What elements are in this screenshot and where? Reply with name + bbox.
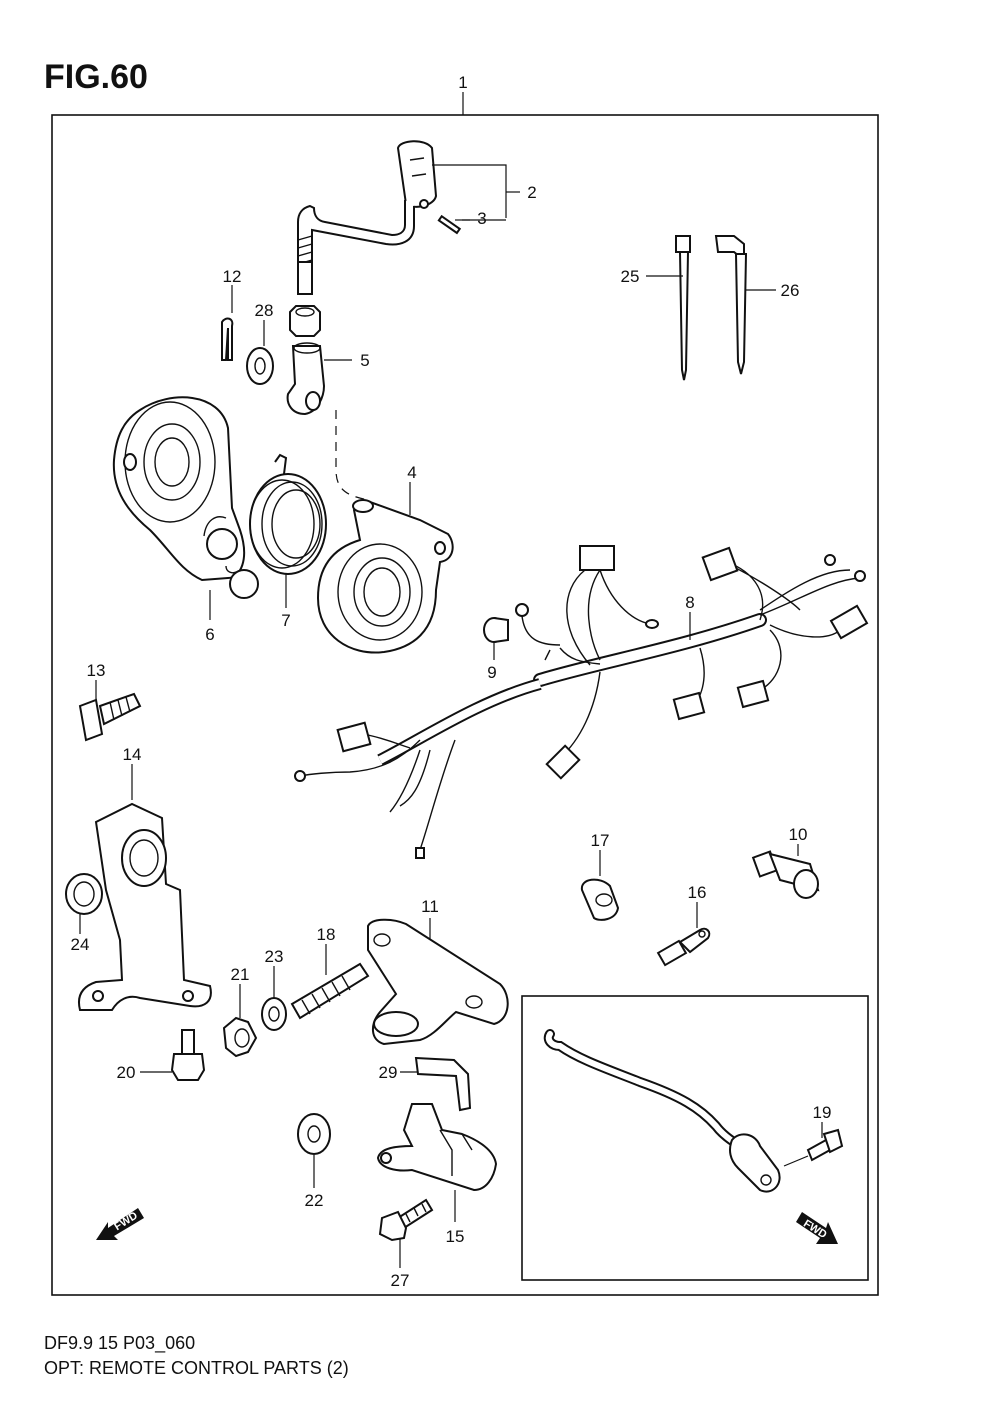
cable-tie-25-drawing[interactable] bbox=[675, 235, 691, 381]
spacer-10-drawing[interactable] bbox=[751, 850, 820, 899]
cable-bracket-drawing[interactable] bbox=[78, 802, 212, 1011]
figure-code: DF9.9 15 P03_060 bbox=[44, 1333, 196, 1353]
grommet-24-drawing[interactable] bbox=[65, 873, 103, 915]
screw-13-drawing[interactable] bbox=[78, 692, 142, 742]
diagram-frame bbox=[51, 114, 879, 1296]
callout-25-cable-tie: 25 bbox=[621, 267, 640, 286]
callout-12-cotter-pin: 12 bbox=[223, 267, 242, 286]
callout-labels: 1234567891011121314151617181920212223242… bbox=[71, 73, 832, 1290]
inset-rod-drawing[interactable] bbox=[543, 1029, 781, 1193]
callout-5-cable-joint: 5 bbox=[360, 351, 369, 370]
callout-14-cable-bracket: 14 bbox=[123, 745, 142, 764]
callout-13-screw: 13 bbox=[87, 661, 106, 680]
wiring-harness-drawing[interactable] bbox=[294, 545, 869, 859]
bracket-plate-drawing[interactable] bbox=[367, 918, 509, 1046]
callout-22-washer: 22 bbox=[305, 1191, 324, 1210]
inset-frame bbox=[521, 995, 869, 1281]
callout-10-spacer: 10 bbox=[789, 825, 808, 844]
callout-6-throttle-cam: 6 bbox=[205, 625, 214, 644]
return-spring-drawing[interactable] bbox=[249, 453, 327, 575]
bolt-27-drawing[interactable] bbox=[378, 1198, 434, 1242]
plate-29-drawing[interactable] bbox=[414, 1056, 472, 1112]
callout-2-remote-control-lever: 2 bbox=[527, 183, 536, 202]
callout-23-washer: 23 bbox=[265, 947, 284, 966]
cable-holder-drawing[interactable] bbox=[316, 499, 454, 654]
callout-29-plate: 29 bbox=[379, 1063, 398, 1082]
figure-title: FIG.60 bbox=[44, 58, 148, 96]
callout-18-stud-bolt: 18 bbox=[317, 925, 336, 944]
fwd-arrow-right: FWD bbox=[796, 1212, 838, 1244]
callout-16-terminal: 16 bbox=[688, 883, 707, 902]
cable-joint-drawing[interactable] bbox=[286, 342, 326, 416]
callout-21-nut: 21 bbox=[231, 965, 250, 984]
clamp-bracket-drawing[interactable] bbox=[376, 1103, 498, 1192]
callout-20-bolt: 20 bbox=[117, 1063, 136, 1082]
callout-1-remote-control-parts-set: 1 bbox=[458, 73, 467, 92]
bolt-19-drawing[interactable] bbox=[806, 1128, 844, 1162]
grommet-9-drawing[interactable] bbox=[483, 617, 509, 643]
figure-caption: OPT: REMOTE CONTROL PARTS (2) bbox=[44, 1358, 349, 1378]
washer-22-drawing[interactable] bbox=[297, 1113, 331, 1155]
callout-24-grommet: 24 bbox=[71, 935, 90, 954]
clamp-17-drawing[interactable] bbox=[580, 878, 620, 921]
callout-4-cable-holder: 4 bbox=[407, 463, 416, 482]
washer-23-drawing[interactable] bbox=[261, 997, 287, 1031]
throttle-cam-drawing[interactable] bbox=[112, 396, 259, 599]
callout-15-clamp-bracket: 15 bbox=[446, 1227, 465, 1246]
fwd-arrow-left: FWD bbox=[96, 1208, 144, 1240]
bolt-20-drawing[interactable] bbox=[170, 1029, 206, 1081]
callout-11-bracket-plate: 11 bbox=[421, 897, 439, 916]
nut-21-drawing[interactable] bbox=[222, 1016, 258, 1058]
callout-3-lever-pin: 3 bbox=[477, 209, 486, 228]
callout-17-clamp: 17 bbox=[591, 831, 610, 850]
callout-19-bolt: 19 bbox=[813, 1103, 832, 1122]
callout-26-cable-tie: 26 bbox=[781, 281, 800, 300]
remote-control-lever-drawing[interactable] bbox=[297, 140, 462, 295]
callout-8-wiring-harness: 8 bbox=[685, 593, 694, 612]
callout-28-washer: 28 bbox=[255, 301, 274, 320]
cable-tie-26-drawing[interactable] bbox=[714, 235, 748, 375]
terminal-16-drawing[interactable] bbox=[656, 927, 711, 967]
nut-drawing[interactable] bbox=[289, 305, 321, 337]
callout-9-grommet: 9 bbox=[487, 663, 496, 682]
stud-bolt-drawing[interactable] bbox=[290, 962, 370, 1020]
callout-27-bolt: 27 bbox=[391, 1271, 410, 1290]
callout-7-return-spring: 7 bbox=[281, 611, 290, 630]
